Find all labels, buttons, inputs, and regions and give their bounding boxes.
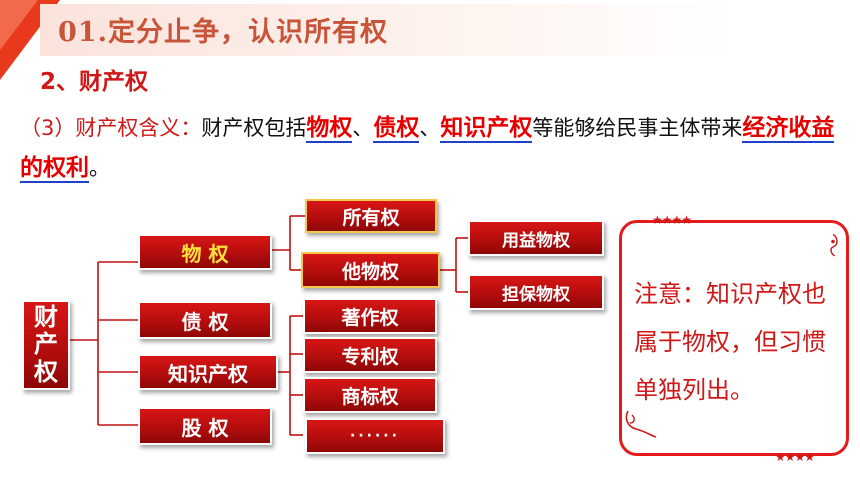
node-other-real-rights: 他物权 — [301, 252, 440, 288]
title-bar — [40, 4, 860, 56]
definition-prefix: （3）财产权含义： — [20, 116, 202, 140]
root-char: 权 — [34, 357, 58, 386]
node-property-rights: 财 产 权 — [22, 300, 70, 390]
term-economic-benefit: 经济收益的权利 — [20, 115, 835, 183]
note-text: 注意：知识产权也属于物权，但习惯单独列出。 — [634, 280, 826, 404]
flourish-icon — [625, 410, 657, 438]
node-ownership: 所有权 — [305, 199, 437, 233]
node-patent: 专利权 — [303, 337, 437, 373]
section-heading: 2、财产权 — [40, 69, 149, 95]
node-security-interest: 担保物权 — [468, 274, 604, 310]
node-usufruct: 用益物权 — [468, 220, 604, 256]
definition-paragraph: （3）财产权含义：财产权包括物权、债权、知识产权等能够给民事主体带来经济收益的权… — [20, 108, 835, 188]
flourish-icon — [830, 233, 838, 257]
term-creditor-right: 债权 — [373, 115, 420, 143]
stars-bottom: ★★★★ — [775, 450, 815, 464]
term-ip-right: 知识产权 — [440, 115, 533, 143]
definition-text: 财产权包括 — [201, 116, 307, 140]
node-ip-rights: 知识产权 — [138, 354, 278, 390]
node-trademark: 商标权 — [303, 377, 437, 413]
node-real-rights: 物 权 — [138, 234, 272, 270]
stars-top: ★★★★ — [652, 213, 692, 227]
period: 。 — [89, 156, 110, 180]
root-char: 财 — [34, 302, 58, 331]
node-creditor-rights: 债 权 — [138, 301, 272, 339]
separator: 、 — [352, 116, 374, 140]
term-property-right: 物权 — [306, 115, 353, 143]
definition-text: 等能够给民事主体带来 — [532, 116, 743, 140]
node-etc: ······ — [305, 418, 445, 454]
separator: 、 — [419, 116, 441, 140]
node-equity-rights: 股 权 — [138, 407, 272, 445]
node-copyright: 著作权 — [303, 298, 437, 334]
note-box — [619, 220, 849, 456]
root-char: 产 — [34, 330, 58, 359]
page-title: 01.定分止争，认识所有权 — [58, 17, 388, 48]
